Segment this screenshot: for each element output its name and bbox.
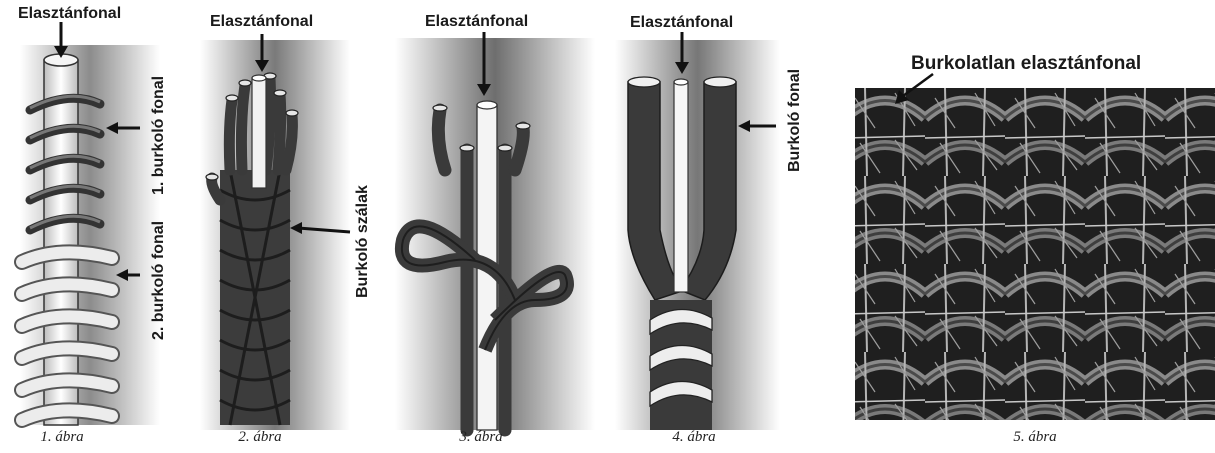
figure-3-illustration: [385, 0, 600, 453]
figure-1-label-elastane: Elasztánfonal: [18, 5, 121, 23]
figure-1: Elasztánfonal 1. burkoló fonal 2. burkol…: [0, 0, 200, 453]
figure-1-illustration: [0, 0, 200, 453]
figure-3: Elasztánfonal 3. ábra: [385, 0, 600, 453]
figure-4-caption: 4. ábra: [672, 429, 715, 446]
figure-2-label-covering-fibres: Burkoló szálak: [354, 185, 372, 298]
figure-3-caption: 3. ábra: [459, 429, 502, 446]
figure-3-label-elastane: Elasztánfonal: [425, 13, 528, 31]
figure-1-caption: 1. ábra: [40, 429, 83, 446]
figure-1-label-first-cover: 1. burkoló fonal: [150, 76, 168, 195]
figure-5: Burkolatlan elasztánfonal 5. ábra: [845, 0, 1215, 453]
figure-5-label-uncovered-elastane: Burkolatlan elasztánfonal: [911, 53, 1141, 75]
figure-4-label-covering-yarn: Burkoló fonal: [786, 69, 804, 172]
figure-1-label-second-cover: 2. burkoló fonal: [150, 221, 168, 340]
figure-4-label-elastane: Elasztánfonal: [630, 14, 733, 32]
figure-2-caption: 2. ábra: [238, 429, 281, 446]
figure-2: Elasztánfonal Burkoló szálak 2. ábra: [190, 0, 380, 453]
figure-4: Elasztánfonal Burkoló fonal 4. ábra: [600, 0, 820, 453]
figure-2-illustration: [190, 0, 380, 453]
figure-5-caption: 5. ábra: [1013, 429, 1056, 446]
figure-2-label-elastane: Elasztánfonal: [210, 13, 313, 31]
